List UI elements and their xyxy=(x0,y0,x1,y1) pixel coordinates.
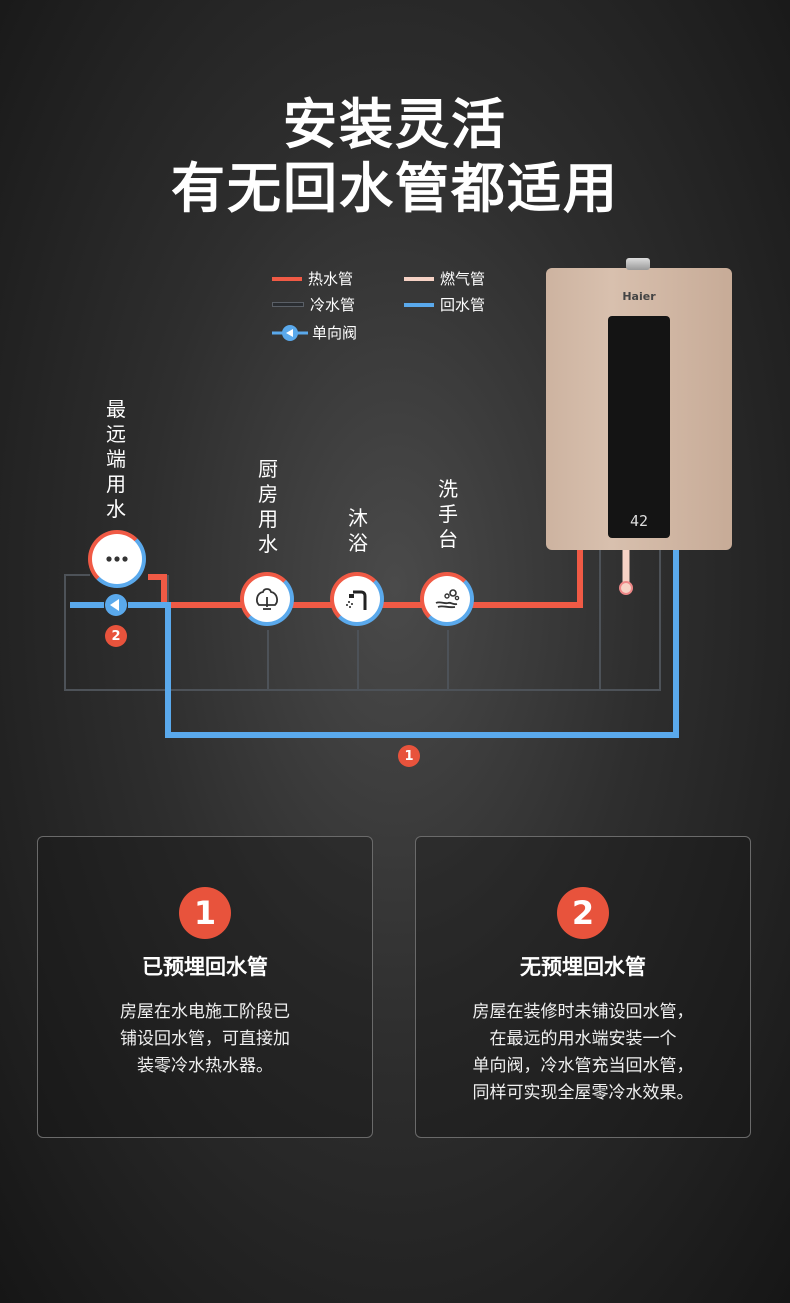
card-text-line: 单向阀，冷水管充当回水管， xyxy=(472,1056,694,1076)
card-text-line: 装零冷水热水器。 xyxy=(137,1056,273,1076)
card-title: 已预埋回水管 xyxy=(142,955,268,979)
check-valve xyxy=(105,594,127,616)
card-number: 1 xyxy=(179,887,231,939)
hot-pipe-swatch xyxy=(272,276,302,281)
label-basin: 洗 手 台 xyxy=(438,477,458,551)
gas-valve xyxy=(619,581,633,595)
label-far-end: 最 远 端 用 水 xyxy=(106,397,126,521)
legend-hot-label: 热水管 xyxy=(308,270,354,288)
card-description: 房屋在装修时未铺设回水管， 在最远的用水端安装一个 单向阀，冷水管充当回水管， … xyxy=(426,999,740,1107)
more-dots-icon xyxy=(106,556,128,562)
badge-one: 1 xyxy=(398,745,420,767)
gas-pipe-swatch xyxy=(404,276,434,281)
card-with-return-pipe: 1 已预埋回水管 房屋在水电施工阶段已 铺设回水管，可直接加 装零冷水热水器。 xyxy=(37,836,373,1138)
label-shower: 沐 浴 xyxy=(348,506,368,555)
fixture-shower xyxy=(330,572,384,626)
fixture-far-end xyxy=(88,530,146,588)
heater-control-panel: 42 xyxy=(608,316,670,538)
hand-wash-icon xyxy=(435,589,460,609)
card-text-line: 房屋在水电施工阶段已 xyxy=(120,1002,290,1022)
cold-pipe-main xyxy=(64,550,661,691)
heater-display: 42 xyxy=(629,512,649,530)
page-title: 安装灵活 xyxy=(283,93,507,156)
legend-gas: 燃气管 xyxy=(404,268,485,289)
legend-return-label: 回水管 xyxy=(440,296,486,314)
heater-brand: Haier xyxy=(622,290,656,303)
legend-valve: 单向阀 xyxy=(272,322,357,343)
water-heater: Haier 42 xyxy=(546,258,732,550)
legend-return: 回水管 xyxy=(404,294,485,315)
label-kitchen: 厨 房 用 水 xyxy=(258,457,278,556)
card-text-line: 铺设回水管，可直接加 xyxy=(120,1029,290,1049)
faucet-icon xyxy=(256,588,278,610)
card-text-line: 房屋在装修时未铺设回水管， xyxy=(472,1002,694,1022)
page-subtitle: 有无回水管都适用 xyxy=(171,157,619,220)
fixture-kitchen xyxy=(240,572,294,626)
card-number: 2 xyxy=(557,887,609,939)
card-title: 无预埋回水管 xyxy=(520,955,646,979)
legend-cold-label: 冷水管 xyxy=(310,296,356,314)
card-without-return-pipe: 2 无预埋回水管 房屋在装修时未铺设回水管， 在最远的用水端安装一个 单向阀，冷… xyxy=(415,836,751,1138)
card-text-line: 在最远的用水端安装一个 xyxy=(489,1029,677,1049)
legend-hot: 热水管 xyxy=(272,268,353,289)
shower-icon xyxy=(346,590,367,610)
legend-cold: 冷水管 xyxy=(272,294,355,315)
heater-top-connector xyxy=(626,258,650,270)
legend-gas-label: 燃气管 xyxy=(440,270,486,288)
cold-pipe-swatch xyxy=(272,302,304,307)
fixture-basin xyxy=(420,572,474,626)
return-pipe xyxy=(128,546,679,738)
check-valve-icon xyxy=(272,324,308,341)
card-description: 房屋在水电施工阶段已 铺设回水管，可直接加 装零冷水热水器。 xyxy=(58,999,352,1080)
pipe-diagram xyxy=(64,546,679,738)
card-text-line: 同样可实现全屋零冷水效果。 xyxy=(472,1083,694,1103)
badge-two: 2 xyxy=(105,625,127,647)
return-pipe-swatch xyxy=(404,302,434,307)
legend-valve-label: 单向阀 xyxy=(312,324,358,342)
